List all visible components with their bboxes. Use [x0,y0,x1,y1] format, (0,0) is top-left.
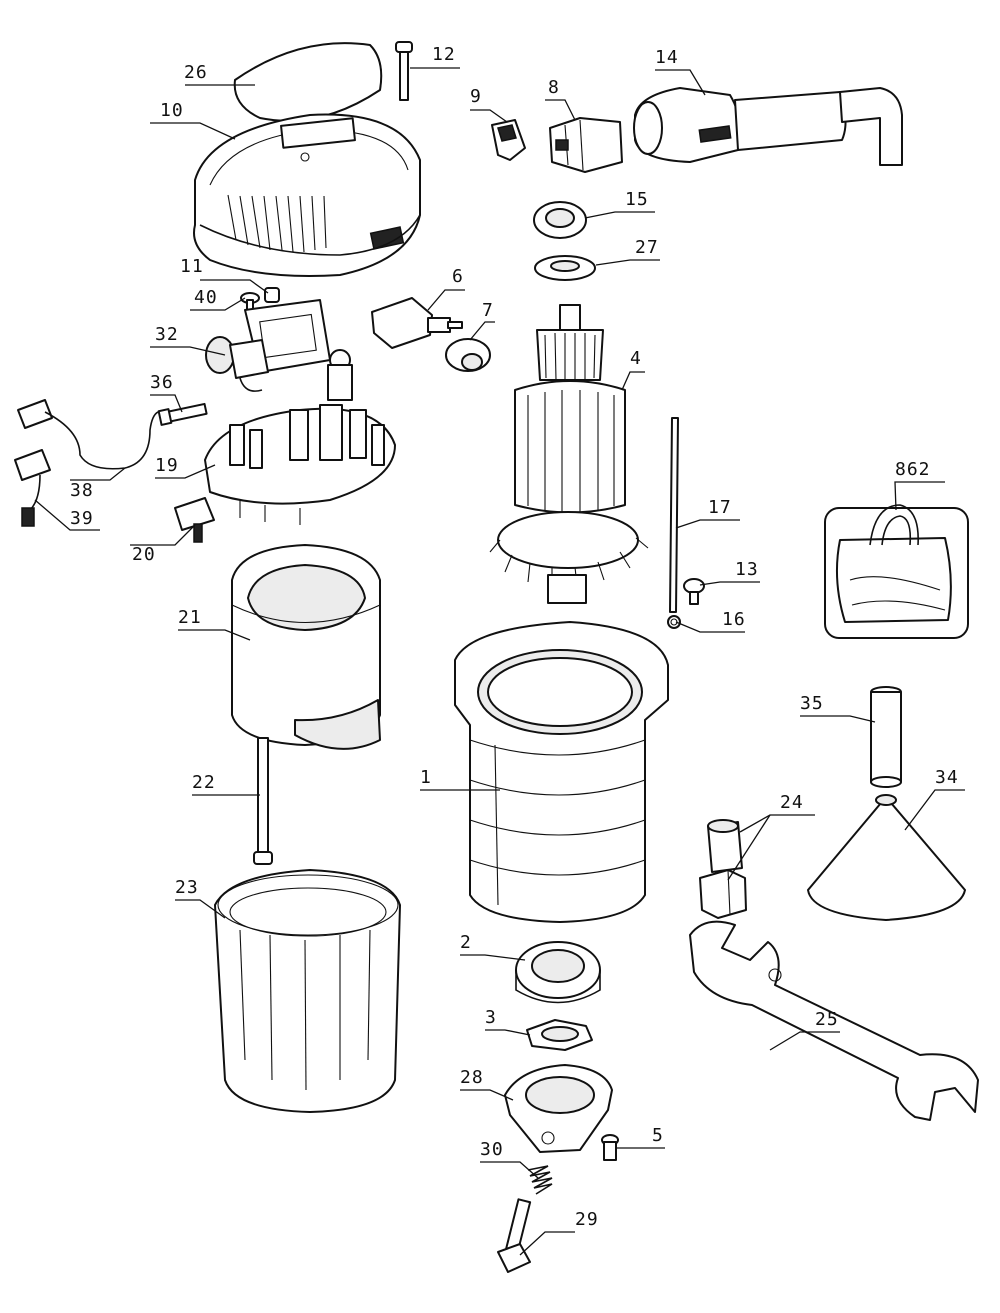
part-4-armature [489,304,649,604]
label-part-22: 22 [192,772,216,793]
part-39-wire-lead [14,449,51,527]
part-20-carbon-brush [174,497,215,543]
part-15-bearing [533,201,587,239]
label-part-16: 16 [722,609,746,630]
part-11-screw [264,287,280,303]
part-9-clip [491,119,526,161]
label-part-34: 34 [935,767,959,788]
label-part-14: 14 [655,47,679,68]
label-part-24: 24 [780,792,804,813]
part-35-guide-rod [870,686,902,788]
part-862-carry-bag [824,504,969,639]
label-part-21: 21 [178,607,202,628]
part-22-long-screw [253,737,273,865]
label-part-38: 38 [70,480,94,501]
part-12-screw [395,41,413,101]
label-part-6: 6 [452,266,464,287]
part-34-sub-base [807,794,966,921]
part-1-motor-housing [454,621,669,923]
label-part-13: 13 [735,559,759,580]
label-part-3: 3 [485,1007,497,1028]
part-26-label-disc [233,42,383,122]
part-13-screw [683,578,705,605]
label-part-862: 862 [895,459,931,480]
label-part-19: 19 [155,455,179,476]
part-number-labels: 26 10 12 9 8 14 15 27 4 6 7 11 40 32 36 … [70,44,959,1230]
part-24-collet [707,819,743,873]
part-24-collet-nut [699,869,747,919]
part-10-motor-cover [193,113,421,277]
part-5-screw [601,1134,619,1161]
label-part-28: 28 [460,1067,484,1088]
label-part-20: 20 [132,544,156,565]
part-40-screw [240,292,260,313]
label-part-36: 36 [150,372,174,393]
label-part-17: 17 [708,497,732,518]
part-30-spring [527,1165,553,1195]
label-part-4: 4 [630,348,642,369]
label-part-8: 8 [548,77,560,98]
label-part-2: 2 [460,932,472,953]
part-36-screw [157,402,208,426]
part-14-power-cord [633,87,903,166]
part-6-brush-holder [371,297,463,349]
part-29-spindle-lock [497,1198,532,1273]
label-part-30: 30 [480,1139,504,1160]
label-part-11: 11 [180,256,204,277]
part-2-bearing [515,941,601,1004]
label-part-29: 29 [575,1209,599,1230]
label-part-32: 32 [155,324,179,345]
leader-lines [34,67,965,1256]
label-part-5: 5 [652,1125,664,1146]
part-19-brush-board [204,349,396,525]
part-3-nut [526,1019,593,1051]
part-27-washer [534,255,596,281]
label-part-23: 23 [175,877,199,898]
label-part-1: 1 [420,767,432,788]
part-7-cap [445,338,491,372]
part-8-connector [549,117,623,173]
label-part-40: 40 [194,287,218,308]
label-part-25: 25 [815,1009,839,1030]
label-part-7: 7 [482,300,494,321]
label-part-27: 27 [635,237,659,258]
part-28-collet-housing [504,1064,613,1153]
part-23-housing-shell [214,869,401,1113]
label-part-39: 39 [70,508,94,529]
label-part-12: 12 [432,44,456,65]
part-17-depth-rod [667,417,681,629]
part-21-field [231,544,381,750]
label-part-15: 15 [625,189,649,210]
label-part-9: 9 [470,86,482,107]
label-part-26: 26 [184,62,208,83]
part-32-switch-module [205,299,331,392]
part-25-wrench [689,920,979,1121]
label-part-10: 10 [160,100,184,121]
label-part-35: 35 [800,693,824,714]
